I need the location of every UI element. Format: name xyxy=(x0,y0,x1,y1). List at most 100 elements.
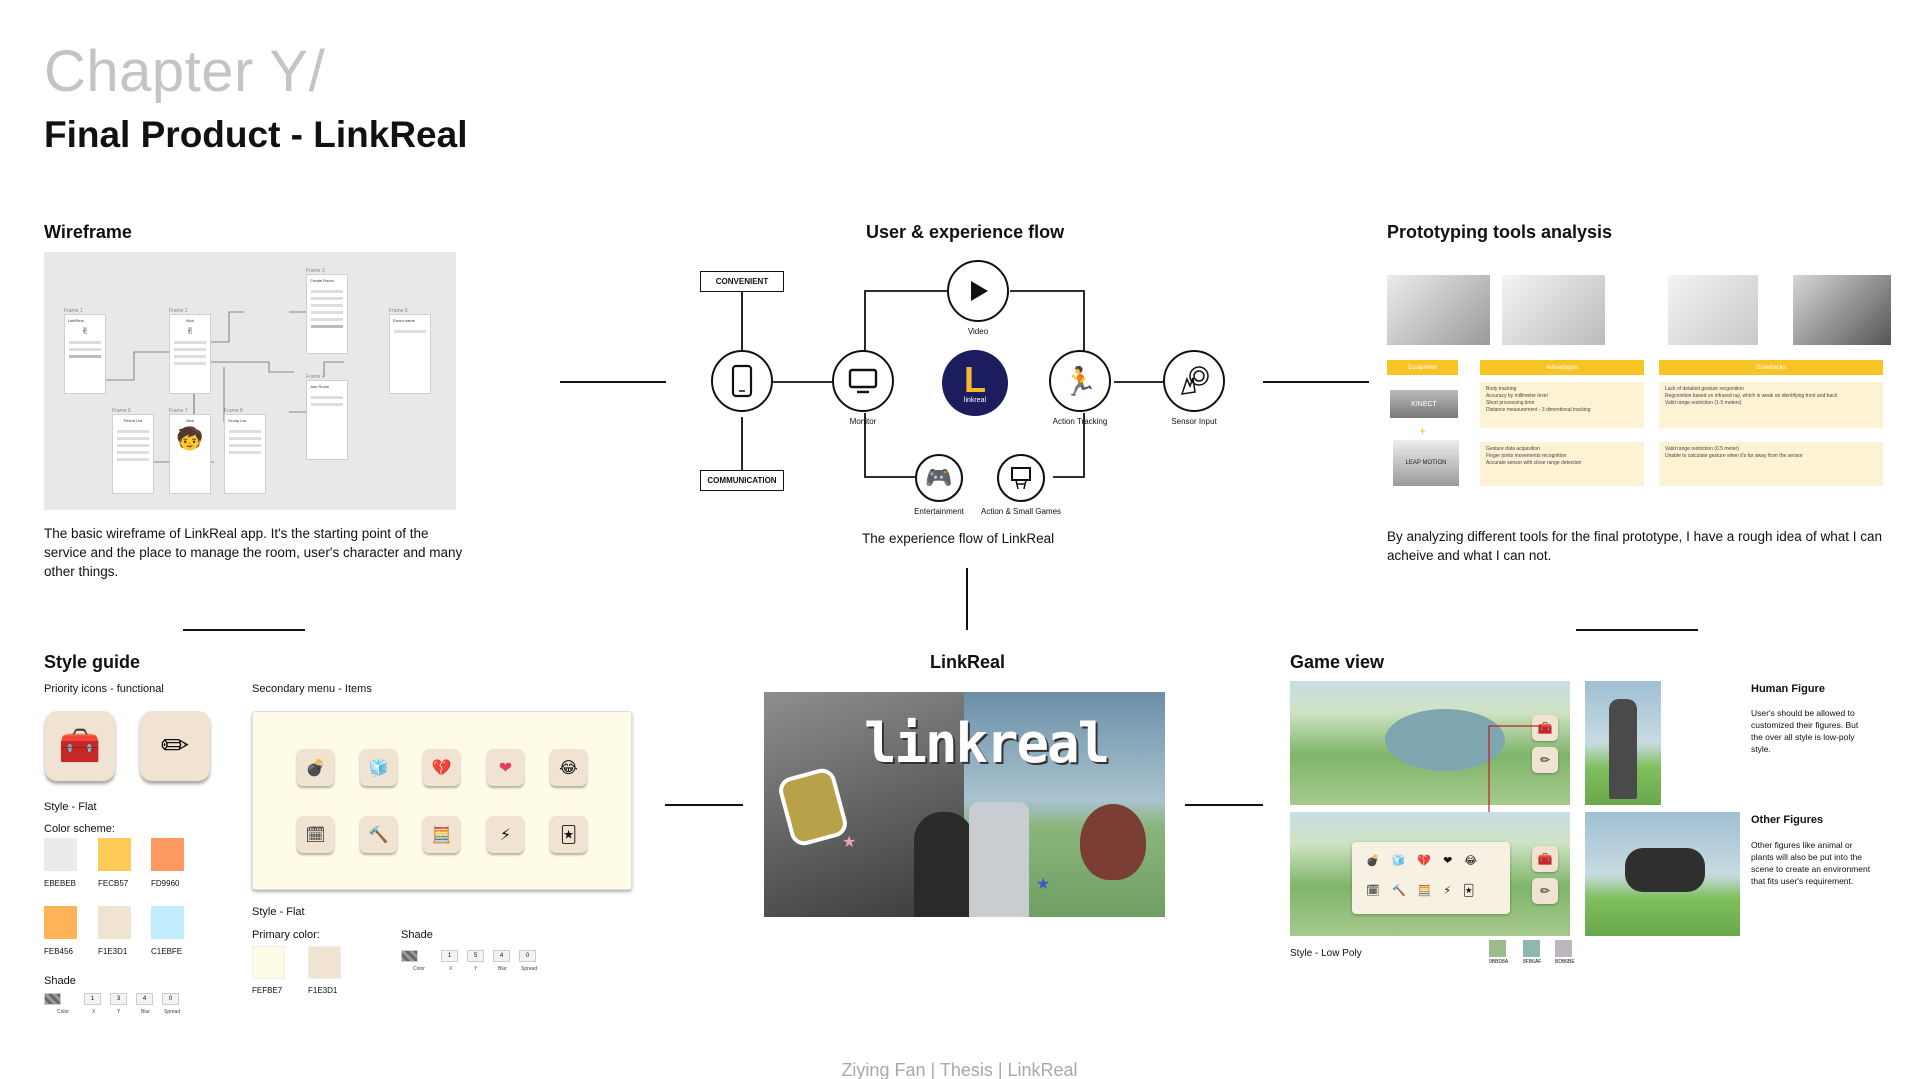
game-swatch xyxy=(1489,940,1506,957)
flow-caption: The experience flow of LinkReal xyxy=(862,531,1055,546)
cell-line: Regconition based on infrared ray, which… xyxy=(1665,393,1838,399)
drawbacks-cell: Lack of detailed gesture recgonition Reg… xyxy=(1659,382,1883,428)
secondary-menu-panel: 💣 🧊 💔 ❤ 😂 🗓 🔨 🧮 ⚡ 🃏 xyxy=(252,711,632,890)
action-tracking-node: 🏃 xyxy=(1049,350,1111,412)
frame-label: Frame 8 xyxy=(224,408,243,414)
treasure-chest-icon[interactable]: 🧰 xyxy=(45,711,115,781)
cube-icon[interactable]: 🧊 xyxy=(360,749,397,786)
glove-photo-1 xyxy=(1387,275,1490,345)
linkreal-logo: L linkreal xyxy=(942,350,1008,416)
bomb-icon[interactable]: 💣 xyxy=(297,749,334,786)
color-hex: FECB57 xyxy=(98,879,129,888)
wireframe-frame: Nick 🧒 xyxy=(169,414,211,494)
molecule-icon[interactable]: ⚡ xyxy=(487,816,524,853)
wireframe-frame: LinkReal ✌ xyxy=(64,314,106,394)
glove-photo-2 xyxy=(1502,275,1605,345)
shade-field-label: Y xyxy=(474,966,478,972)
other-figures-description: Other figures like animal or plants will… xyxy=(1751,840,1871,886)
kinect-device: KINECT xyxy=(1390,390,1458,418)
primary-swatch xyxy=(308,946,341,979)
secondary-style-label: Style - Flat xyxy=(252,906,305,918)
frame-label: Frame 7 xyxy=(169,408,188,414)
logo-icon: ✌ xyxy=(81,326,89,336)
leap-device: LEAP MOTION xyxy=(1393,440,1459,486)
cell-line: Distance measurement - 3 dimentional tra… xyxy=(1486,407,1591,413)
cell-line: Valid range restriction (0.5 meter) xyxy=(1665,446,1739,452)
hammer-icon[interactable]: 🔨 xyxy=(360,816,397,853)
color-swatch xyxy=(44,838,77,871)
bull-figure xyxy=(1625,848,1705,892)
divider-line xyxy=(560,381,666,383)
calendar-icon[interactable]: 🗓 xyxy=(297,816,334,853)
frame-label: Frame 1 xyxy=(64,308,83,314)
logo-letter: L xyxy=(964,358,986,400)
robot-figure xyxy=(969,802,1029,917)
table-header: Drawbacks xyxy=(1659,360,1883,375)
cell-line: Finger joints movements recognition xyxy=(1486,453,1567,459)
color-hex: FEFBE7 xyxy=(252,986,283,995)
treasure-chest-icon[interactable]: 🧰 xyxy=(1532,846,1558,872)
game-screenshot-bottom: 💣🧊💔❤😂 🗓🔨🧮⚡🃏 🧰 ✏ xyxy=(1290,812,1570,936)
shade-blur-box: 4 xyxy=(136,993,153,1005)
footer: Ziying Fan | Thesis | LinkReal xyxy=(841,1060,1078,1079)
flow-lines xyxy=(741,290,1163,478)
shade-field-label: X xyxy=(449,966,453,972)
heart-icon[interactable]: ❤ xyxy=(487,749,524,786)
frame-label: Frame 2 xyxy=(169,308,188,314)
color-hex: C1EBFE xyxy=(151,947,183,956)
other-figures-title: Other Figures xyxy=(1751,814,1824,826)
low-poly-label: Style - Low Poly xyxy=(1290,948,1362,959)
shade-field-label: Blur xyxy=(141,1009,150,1015)
divider-line xyxy=(1185,804,1263,806)
color-swatch xyxy=(98,906,131,939)
game-screenshot-top: 🧰 ✏ xyxy=(1290,681,1570,805)
communication-box: COMMUNICATION xyxy=(700,470,784,491)
color-swatch xyxy=(151,838,184,871)
running-person-icon: 🏃 xyxy=(1062,365,1098,397)
frame-label: Frame 6 xyxy=(112,408,131,414)
action-games-node xyxy=(997,454,1045,502)
color-swatch xyxy=(98,838,131,871)
color-hex: 8FB6AF xyxy=(1523,959,1542,965)
priority-icons-label: Priority icons - functional xyxy=(44,683,164,695)
shade-blur-box: 4 xyxy=(493,950,510,962)
shade-x-box: 1 xyxy=(84,993,101,1005)
shade-field-label: Blur xyxy=(498,966,507,972)
laughing-face-icon[interactable]: 😂 xyxy=(550,749,587,786)
person-figure xyxy=(914,812,974,917)
primary-color-label: Primary color: xyxy=(252,929,320,941)
edit-pencil-icon[interactable]: ✏ xyxy=(140,711,210,781)
treasure-chest-icon[interactable]: 🧰 xyxy=(1532,715,1558,741)
cell-line: Short processing time xyxy=(1486,400,1535,406)
character-icon: 🧒 xyxy=(176,426,204,451)
human-figure xyxy=(1609,699,1637,799)
primary-swatch xyxy=(252,946,285,979)
shade-field-label: Color xyxy=(57,1009,69,1015)
tracking-photo xyxy=(1668,275,1758,345)
apple-model xyxy=(1080,804,1146,880)
menu-row-icons: 💣🧊💔❤😂 xyxy=(1366,855,1490,867)
color-swatch xyxy=(44,906,77,939)
entertainment-node: 🎮 xyxy=(915,454,963,502)
frame-title: Group List xyxy=(228,418,247,423)
shade-field-label: Spread xyxy=(521,966,538,972)
prototyping-description: By analyzing different tools for the fin… xyxy=(1387,529,1883,563)
video-label: Video xyxy=(967,327,989,336)
color-hex: F1E3D1 xyxy=(98,947,128,956)
drawbacks-cell: Valid range restriction (0.5 meter) Unab… xyxy=(1659,442,1883,486)
video-node xyxy=(947,260,1009,322)
advantages-cell: Gesture data acquisition Finger joints m… xyxy=(1480,442,1644,486)
shade-field-label: Spread xyxy=(164,1009,181,1015)
edit-pencil-icon[interactable]: ✏ xyxy=(1532,747,1558,773)
wireframe-heading: Wireframe xyxy=(44,222,132,242)
cards-icon[interactable]: 🃏 xyxy=(550,816,587,853)
flow-heading: User & experience flow xyxy=(866,222,1065,242)
star-icon: ★ xyxy=(1036,876,1051,893)
abacus-icon[interactable]: 🧮 xyxy=(423,816,460,853)
edit-pencil-icon[interactable]: ✏ xyxy=(1532,878,1558,904)
monitor-node xyxy=(832,350,894,412)
broken-heart-icon[interactable]: 💔 xyxy=(423,749,460,786)
game-swatch xyxy=(1555,940,1572,957)
shade-spread-box: 0 xyxy=(519,950,536,962)
gamepad-icon: 🎮 xyxy=(925,465,953,490)
